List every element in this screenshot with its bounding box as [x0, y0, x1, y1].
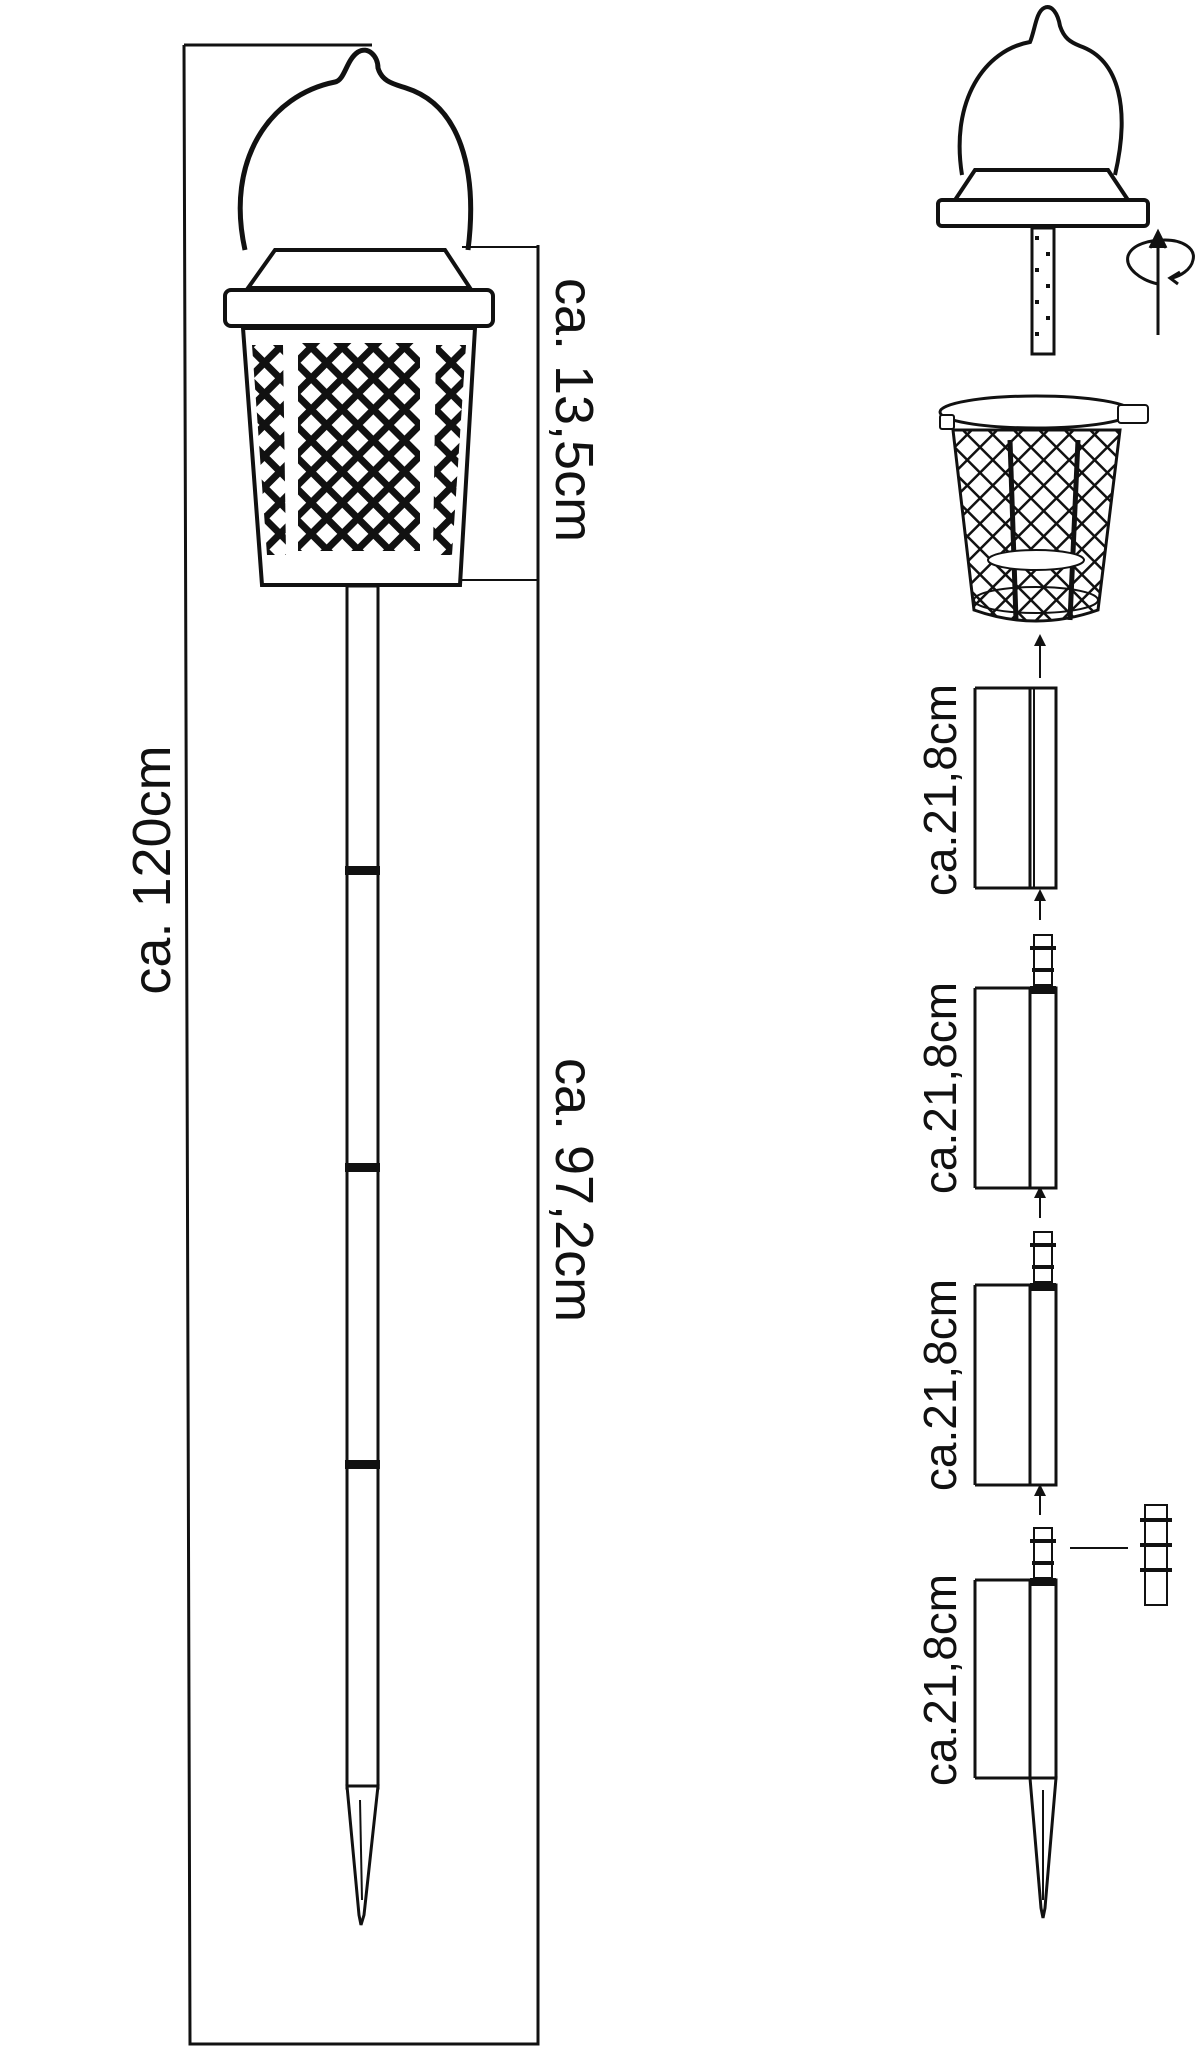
total-height-frame: [182, 43, 540, 2046]
rotate-icon: [1126, 228, 1195, 335]
pole-segment-1: [973, 686, 1058, 890]
exploded-lid: [951, 168, 1132, 202]
lantern-handle: [237, 47, 474, 251]
lantern-roof: [244, 248, 474, 290]
exploded-lid-handle: [957, 5, 1124, 176]
pole-segment-2: [973, 934, 1058, 1190]
pole-joint-3: [345, 1460, 380, 1469]
lantern-front-panel: [298, 343, 420, 551]
segment-4-label: ca.21,8cm: [914, 1574, 966, 1786]
pole-height-label: ca. 97,2cm: [544, 1058, 604, 1322]
assembled-product: [182, 43, 540, 2046]
pole-joint-1: [345, 866, 380, 875]
segment-1-label: ca.21,8cm: [914, 684, 966, 896]
lantern-roof-plate: [223, 288, 495, 328]
pole-segment-3: [973, 1231, 1058, 1487]
exploded-solar-spike: [1030, 226, 1056, 356]
pole-joint-2: [345, 1163, 380, 1172]
lantern-right-panel: [433, 345, 466, 555]
segment-3-label: ca.21,8cm: [914, 1279, 966, 1491]
exploded-basket: [951, 428, 1122, 623]
lantern-height-label: ca. 13,5cm: [544, 278, 604, 542]
spare-connector: [1070, 1504, 1172, 1606]
pole: [345, 584, 380, 1790]
pole-segment-4: [973, 1527, 1058, 1919]
ground-spike: [345, 1784, 380, 1926]
total-height-label: ca. 120cm: [122, 745, 182, 994]
segment-2-label: ca.21,8cm: [914, 982, 966, 1194]
lantern-left-panel: [252, 345, 286, 555]
exploded-basket-lid: [938, 394, 1134, 430]
exploded-view: [936, 5, 1195, 1919]
